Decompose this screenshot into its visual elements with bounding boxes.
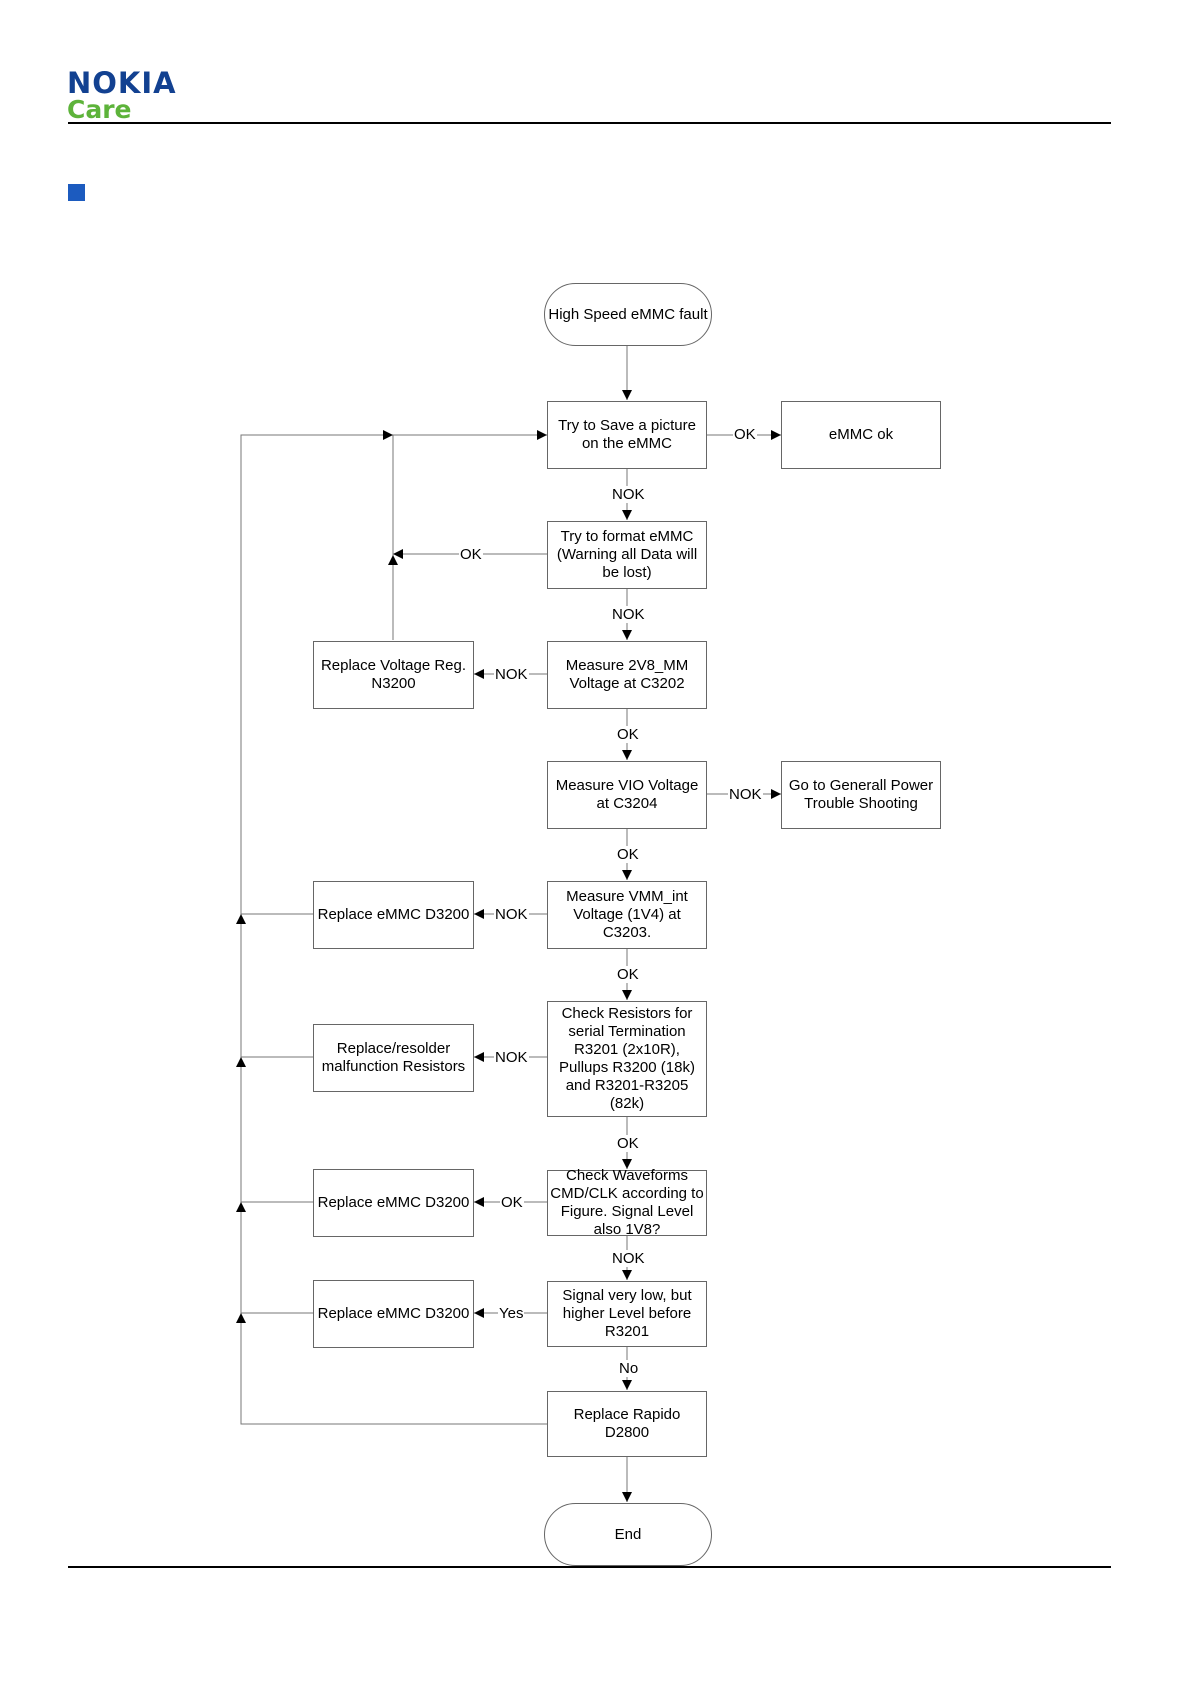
node-replace-emmc-2: Replace eMMC D3200 (313, 1169, 474, 1237)
edge-label-mm-ok: OK (616, 726, 640, 743)
edge-label-sig-no: No (618, 1360, 640, 1377)
logo-brand: NOKIA (67, 66, 177, 100)
node-end: End (544, 1503, 712, 1566)
edge-label-format-ok: OK (459, 546, 483, 563)
edge-label-save-nok: NOK (611, 486, 646, 503)
node-measure-vmm: Measure VMM_int Voltage (1V4) at C3203. (547, 881, 707, 949)
edge-label-save-ok: OK (733, 426, 757, 443)
node-replace-voltage-reg: Replace Voltage Reg. N3200 (313, 641, 474, 709)
node-measure-vio: Measure VIO Voltage at C3204 (547, 761, 707, 829)
node-start: High Speed eMMC fault (544, 283, 712, 346)
edge-label-vmm-nok: NOK (494, 906, 529, 923)
footer-rule (68, 1566, 1111, 1568)
node-replace-emmc-3: Replace eMMC D3200 (313, 1280, 474, 1348)
edge-label-wave-ok: OK (500, 1194, 524, 1211)
node-general-power: Go to Generall Power Trouble Shooting (781, 761, 941, 829)
node-replace-rapido: Replace Rapido D2800 (547, 1391, 707, 1457)
logo-sub-brand: Care (67, 95, 132, 124)
node-check-waveforms: Check Waveforms CMD/CLK according to Fig… (547, 1167, 707, 1238)
node-check-resistors: Check Resistors for serial Termination R… (547, 1001, 707, 1117)
node-replace-resistors: Replace/resolder malfunction Resistors (313, 1024, 474, 1092)
section-bullet (68, 184, 85, 201)
edge-label-vio-nok: NOK (728, 786, 763, 803)
edge-label-sig-yes: Yes (498, 1305, 525, 1322)
node-signal-low: Signal very low, but higher Level before… (547, 1281, 707, 1347)
edge-label-wave-nok: NOK (611, 1250, 646, 1267)
edge-label-vmm-ok: OK (616, 966, 640, 983)
edge-label-format-nok: NOK (611, 606, 646, 623)
node-measure-2v8: Measure 2V8_MM Voltage at C3202 (547, 641, 707, 709)
edge-label-res-nok: NOK (494, 1049, 529, 1066)
header-rule (68, 122, 1111, 124)
node-save-picture: Try to Save a picture on the eMMC (547, 401, 707, 469)
edge-label-vio-ok: OK (616, 846, 640, 863)
edge-label-res-ok: OK (616, 1135, 640, 1152)
nokia-care-logo: NOKIA Care (67, 68, 177, 124)
node-replace-emmc-1: Replace eMMC D3200 (313, 881, 474, 949)
node-format-emmc: Try to format eMMC (Warning all Data wil… (547, 521, 707, 589)
edge-label-mm-nok: NOK (494, 666, 529, 683)
node-emmc-ok: eMMC ok (781, 401, 941, 469)
